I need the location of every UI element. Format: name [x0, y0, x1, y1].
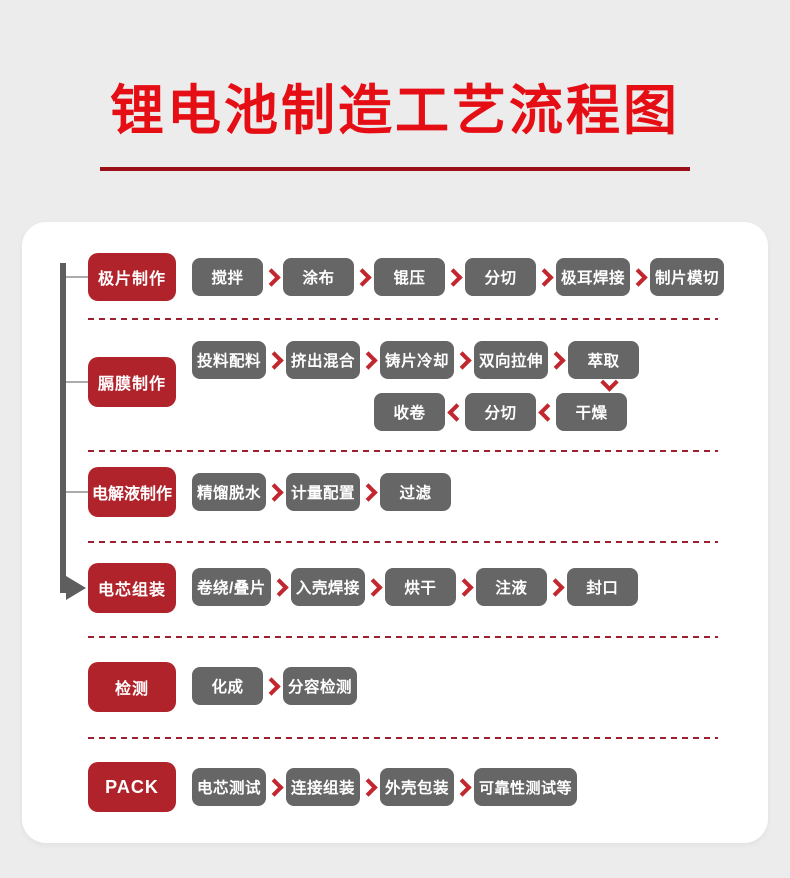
flow-arrow-right-icon	[364, 568, 385, 606]
flow-row-testing: 化成 分容检测	[192, 667, 358, 705]
flow-arrow-down-icon	[574, 372, 645, 393]
step-box: 挤出混合	[286, 341, 361, 379]
dashed-separator	[88, 318, 718, 320]
flow-arrow-right-icon	[629, 258, 650, 296]
flow-row-electrode: 搅拌 涂布 锟压 分切 极耳焊接 制片模切	[192, 258, 725, 296]
step-box: 入壳焊接	[290, 568, 365, 606]
step-box: 投料配料	[192, 341, 267, 379]
connector-stub-row2	[66, 381, 88, 383]
step-box: 可靠性测试等	[474, 768, 578, 806]
flow-arrow-right-icon	[444, 258, 465, 296]
step-box: 烘干	[384, 568, 456, 606]
stage-label-separator: 膈膜制作	[88, 357, 176, 407]
step-box: 精馏脱水	[192, 473, 267, 511]
dashed-separator	[88, 636, 718, 638]
step-box: 双向拉伸	[474, 341, 549, 379]
flow-arrow-right-icon	[262, 258, 283, 296]
step-box: 搅拌	[192, 258, 263, 296]
step-box: 外壳包装	[380, 768, 455, 806]
step-box: 收卷	[374, 393, 445, 431]
flow-row-separator-line2: 收卷 分切 干燥	[374, 393, 627, 431]
dashed-separator	[88, 737, 718, 739]
flow-row-pack: 电芯测试 连接组装 外壳包装 可靠性测试等	[192, 768, 578, 806]
flow-arrow-right-icon	[359, 341, 380, 379]
stage-label-testing: 检测	[88, 662, 176, 712]
connector-stub-row1	[66, 276, 88, 278]
step-box: 分容检测	[283, 667, 358, 705]
flow-arrow-right-icon	[270, 568, 291, 606]
connector-line	[60, 263, 66, 593]
stage-label-cell-assembly: 电芯组装	[88, 563, 176, 613]
step-box: 分切	[465, 258, 536, 296]
step-box: 干燥	[556, 393, 627, 431]
flow-arrow-right-icon	[265, 341, 286, 379]
step-box: 制片模切	[650, 258, 725, 296]
step-box: 连接组装	[286, 768, 361, 806]
flow-arrow-left-icon	[445, 393, 466, 431]
flow-arrow-right-icon	[453, 768, 474, 806]
connector-arrow-icon	[66, 576, 86, 600]
flow-arrow-right-icon	[265, 473, 286, 511]
flow-arrow-right-icon	[535, 258, 556, 296]
step-box: 铸片冷却	[380, 341, 455, 379]
flow-arrow-right-icon	[359, 473, 380, 511]
flow-arrow-right-icon	[262, 667, 283, 705]
stage-label-electrode: 极片制作	[88, 253, 176, 301]
flow-arrow-right-icon	[353, 258, 374, 296]
step-box: 电芯测试	[192, 768, 267, 806]
step-box: 萃取	[568, 341, 640, 379]
dashed-separator	[88, 450, 718, 452]
step-box: 注液	[475, 568, 547, 606]
step-box: 卷绕/叠片	[192, 568, 271, 606]
flow-arrow-left-icon	[536, 393, 557, 431]
flow-arrow-right-icon	[546, 568, 567, 606]
step-box: 分切	[465, 393, 536, 431]
flow-arrow-right-icon	[265, 768, 286, 806]
stage-label-electrolyte: 电解液制作	[88, 467, 176, 517]
flow-row-separator-line1: 投料配料 挤出混合 铸片冷却 双向拉伸 萃取	[192, 341, 640, 379]
stage-label-pack: PACK	[88, 762, 176, 812]
page-title: 锂电池制造工艺流程图	[110, 81, 680, 141]
flow-arrow-right-icon	[359, 768, 380, 806]
title-underline	[100, 167, 690, 171]
flow-arrow-right-icon	[455, 568, 476, 606]
step-box: 锟压	[374, 258, 445, 296]
flow-arrow-right-icon	[547, 341, 568, 379]
flow-row-cell-assembly: 卷绕/叠片 入壳焊接 烘干 注液 封口	[192, 568, 638, 606]
dashed-separator	[88, 541, 718, 543]
step-box: 涂布	[283, 258, 354, 296]
flowchart-card: 极片制作 搅拌 涂布 锟压 分切 极耳焊接 制片模切 膈膜制作 投料配料 挤出混…	[22, 222, 768, 843]
step-box: 化成	[192, 667, 263, 705]
step-box: 封口	[566, 568, 638, 606]
step-box: 过滤	[380, 473, 452, 511]
step-box: 极耳焊接	[556, 258, 631, 296]
connector-stub-row3	[66, 491, 88, 493]
flow-arrow-right-icon	[453, 341, 474, 379]
flow-row-electrolyte: 精馏脱水 计量配置 过滤	[192, 473, 452, 511]
step-box: 计量配置	[286, 473, 361, 511]
